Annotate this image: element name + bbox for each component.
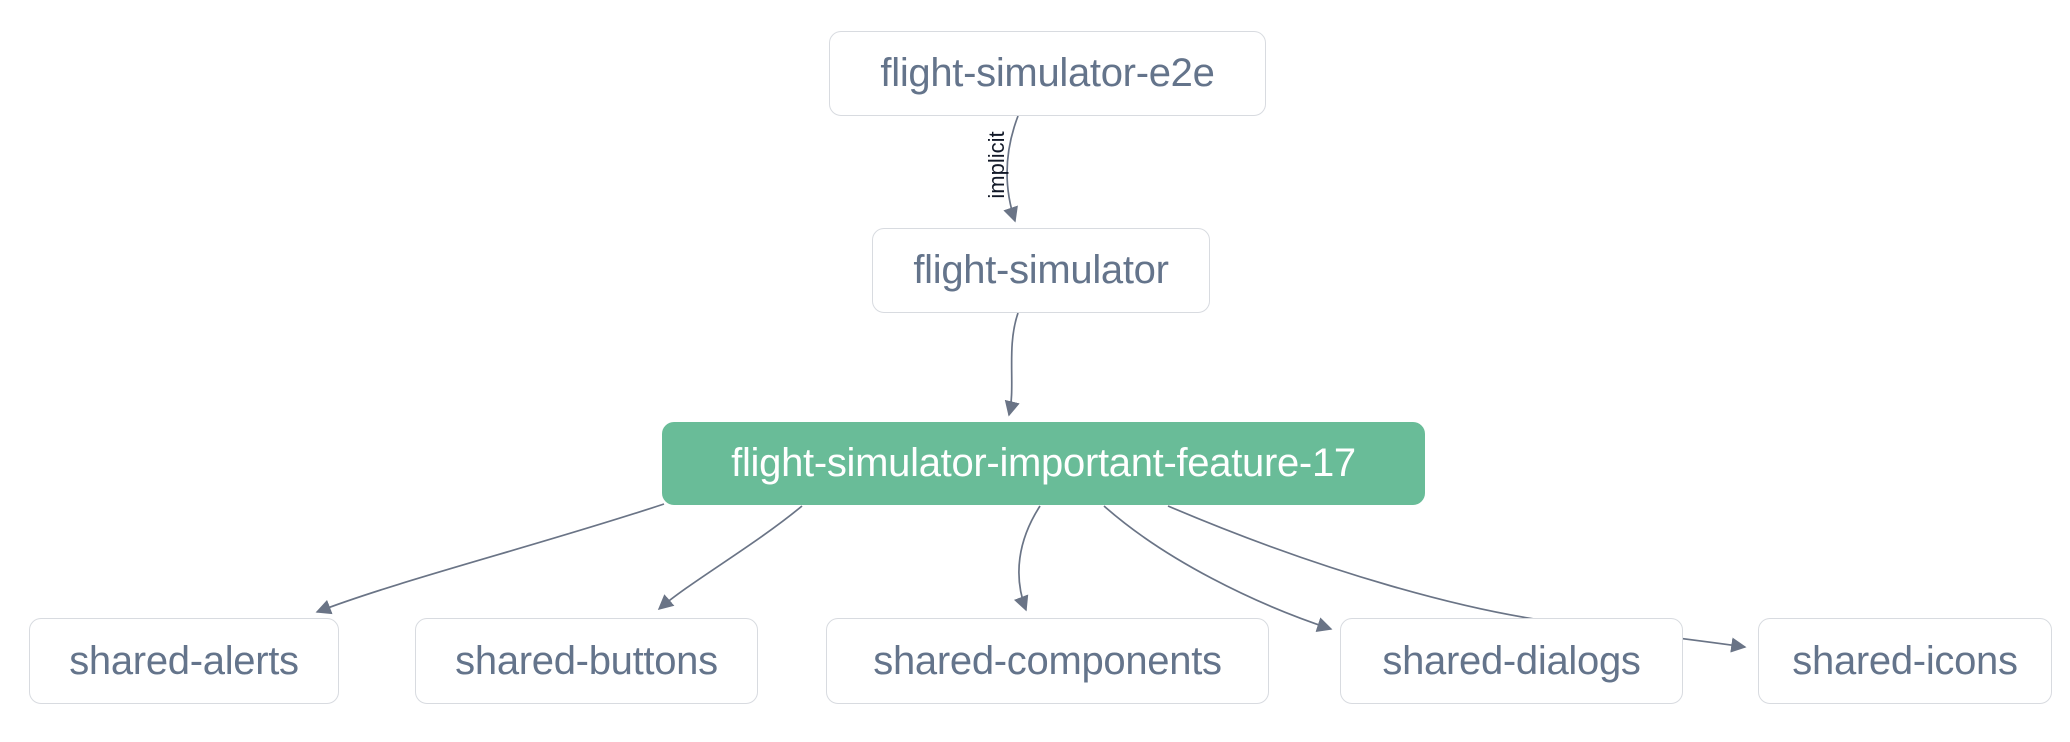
node-label: shared-alerts — [69, 638, 299, 683]
edge-flight-simulator-important-feature-17-to-shared-buttons — [657, 505, 803, 611]
node-label: shared-dialogs — [1382, 638, 1641, 683]
node-label: flight-simulator — [913, 248, 1169, 292]
node-label: flight-simulator-important-feature-17 — [731, 441, 1356, 485]
node-label: flight-simulator-e2e — [880, 51, 1215, 95]
node-label: shared-icons — [1792, 638, 2018, 683]
edge-flight-simulator-important-feature-17-to-shared-alerts — [315, 503, 665, 615]
edge-flight-simulator-to-flight-simulator-important-feature-17 — [1004, 312, 1020, 417]
edge-flight-simulator-important-feature-17-to-shared-components — [1013, 505, 1041, 612]
graph-node-flight-simulator-important-feature-17[interactable]: flight-simulator-important-feature-17 — [662, 422, 1425, 505]
graph-node-flight-simulator-e2e[interactable]: flight-simulator-e2e — [829, 31, 1266, 116]
graph-node-shared-components[interactable]: shared-components — [826, 618, 1269, 704]
graph-node-flight-simulator[interactable]: flight-simulator — [872, 228, 1210, 313]
graph-node-shared-buttons[interactable]: shared-buttons — [415, 618, 758, 704]
node-label: shared-buttons — [455, 638, 718, 683]
node-label: shared-components — [873, 638, 1222, 683]
graph-node-shared-icons[interactable]: shared-icons — [1758, 618, 2052, 704]
edge-flight-simulator-important-feature-17-to-shared-dialogs — [1103, 505, 1333, 632]
graph-node-shared-dialogs[interactable]: shared-dialogs — [1340, 618, 1683, 704]
edge-flight-simulator-e2e-to-flight-simulator — [1003, 115, 1019, 223]
graph-node-shared-alerts[interactable]: shared-alerts — [29, 618, 339, 704]
